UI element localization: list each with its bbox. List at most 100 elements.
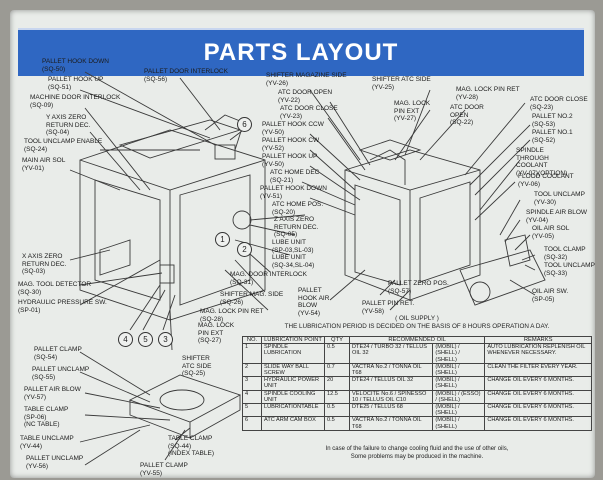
label-atc-home-pos: ATC HOME POS.(SQ-20) [272,201,324,216]
label-shifter-magazine-side: SHIFTER MAGAZINE SIDE(YV-26) [266,72,347,87]
callout-6: 6 [237,117,252,132]
callout-1: 1 [215,232,230,247]
title-banner: PARTS LAYOUT [18,28,584,76]
label-main-air-sol: MAIN AIR SOL(YV-01) [22,157,66,172]
label-pallet-unclamp-sq55: PALLET UNCLAMP(SQ-55) [32,366,90,381]
cell-brand: (MOBIL) / (ESSO) / (SHELL) [432,389,486,405]
cell-qty: 0.5 [324,403,350,418]
cell-oil: VACTRA No.2 / TONNA OIL T68 [348,362,434,378]
table-row: 1 SPINDLE LUBRICATION 0.5 DTE24 / TURBO … [242,343,592,364]
table-row: 5 LUBRICATIONTABLE 0.5 DTE25 / TELLUS 68… [242,403,592,418]
cell-no: 5 [242,403,262,418]
label-z-axis-zero: Z AXIS ZERO RETURN DEC.(SQ-05) [274,216,319,238]
label-pallet-hook-down-yv51: PALLET HOOK DOWN(YV-51) [260,185,327,200]
cell-point: SLIDE WAY BALL SCREW [261,362,325,378]
machine-diagram [69,71,546,466]
col-remarks: REMARKS [484,335,592,345]
label-mag-lock-pin-ext-sq27: MAG. LOCK PIN EXT(SQ-27) [198,322,235,344]
table-row: 3 HYDRAULIC POWER UNIT 20 DTE24 / TELLUS… [242,376,592,391]
cell-no: 1 [242,343,262,364]
cell-point: SPINDLE LUBRICATION [261,343,325,364]
callout-5: 5 [138,332,153,347]
label-lube-unit-sq34: LUBE UNIT(SQ-34,SL-04) [272,254,315,269]
label-pallet-air-blow: PALLET AIR BLOW(YV-57) [24,386,81,401]
callout-4: 4 [118,332,133,347]
label-tool-unclamp-yv30: TOOL UNCLAMP(YV-30) [534,191,585,206]
label-oil-air-sw: OIL AIR SW.(SP-05) [532,288,569,303]
label-pallet-zero-pos: PALLET ZERO POS.(SQ-57) [388,280,449,295]
label-machine-door-interlock: MACHINE DOOR INTERLOCK(SQ-09) [30,94,121,109]
label-shifter-atc-side-sq25: SHIFTER ATC SIDE(SQ-25) [182,355,212,377]
label-pallet-clamp-yv55: PALLET CLAMP(YV-55) [140,462,188,477]
label-pallet-clamp-sq54: PALLET CLAMP(SQ-54) [34,346,82,361]
cell-remarks: CHANGE OIL EVERY 6 MONTHS. [484,416,592,431]
label-atc-home-dec: ATC HOME DEC(SQ-21) [270,169,320,184]
label-x-axis-zero: X AXIS ZERO RETURN DEC.(SQ-03) [22,253,67,275]
label-pallet-pin-ret: PALLET PIN RET.(YV-58) [362,300,415,315]
label-pallet-unclamp-yv56: PALLET UNCLAMP(YV-56) [26,455,84,470]
label-tool-unclamp-enable: TOOL UNCLAMP ENABLE(SQ-24) [24,138,103,153]
label-atc-door-open-yv22: ATC DOOR OPEN(YV-22) [278,89,333,104]
label-mag-tool-detector: MAG. TOOL DETECTOR(SQ-30) [18,281,92,296]
oil-supply-title: ( OIL SUPPLY ) [395,315,439,322]
page-title: PARTS LAYOUT [203,39,399,66]
cell-brand: (MOBIL) / (SHELL) [432,403,486,418]
cell-qty: 12.5 [324,389,350,405]
cell-point: SPINDLE COOLING UNIT [261,389,325,405]
parts-layout-board: PARTS LAYOUT [10,10,595,478]
cell-point: ATC ARM CAM BOX [261,416,325,431]
label-table-clamp-sq44: TABLE CLAMP(SQ-44)(INDEX TABLE) [168,435,214,457]
label-tool-clamp-sq32: TOOL CLAMP(SQ-32) [544,246,586,261]
label-pallet-hook-cw: PALLET HOOK CW(YV-52) [262,137,320,152]
cell-remarks: CLEAN THE FILTER EVERY YEAR. [484,362,592,378]
cell-point: LUBRICATIONTABLE [261,403,325,418]
cell-point: HYDRAULIC POWER UNIT [261,376,325,391]
cell-oil: DTE24 / TURBO 32 / TELLUS OIL 32 [348,343,434,364]
cell-qty: 0.5 [324,343,350,364]
label-table-unclamp: TABLE UNCLAMP(YV-44) [20,435,74,450]
label-flood-coolant: FLOOD COOLANT(YV-06) [518,173,574,188]
cell-qty: 0.5 [324,416,350,431]
cell-no: 2 [242,362,262,378]
col-qty: QTY [324,335,350,345]
cell-brand: (MOBIL) / (SHELL) [432,416,486,431]
cell-remarks: CHANGE OIL EVERY 6 MONTHS. [484,376,592,391]
label-shifter-atc-side-yv25: SHIFTER ATC SIDE(YV-25) [372,76,431,91]
cell-remarks: AUTO LUBRICATION REPLENISH OIL WHENEVER … [484,343,592,364]
label-lube-unit-sp03: LUBE UNIT(SP-03,SL-03) [272,239,314,254]
label-mag-door-interlock: MAG. DOOR INTERLOCK(SQ-31) [230,271,307,286]
col-recommended-oil: RECOMMENDED OIL [348,335,486,345]
label-mag-lock-pin-ext-yv27: MAG. LOCK PIN EXT(YV-27) [394,100,431,122]
cell-qty: 0.7 [324,362,350,378]
label-pallet-hook-up-yv50: PALLET HOOK UP(YV-50) [262,153,318,168]
col-lubrication-point: LUBRICATION POINT [261,335,325,345]
cell-oil: VELOCITE No.6 / SPINESSO 10 / TELLUS OIL… [348,389,434,405]
label-shifter-mag-side-sq26: SHIFTER MAG. SIDE(SQ-26) [220,291,284,306]
cell-qty: 20 [324,376,350,391]
cell-brand: (MOBIL) / (SHELL) [432,362,486,378]
oil-supply-heading: ( OIL SUPPLY ) THE LUBRICATION PERIOD IS… [242,315,592,331]
table-row: 4 SPINDLE COOLING UNIT 12.5 VELOCITE No.… [242,389,592,405]
cell-oil: DTE24 / TELLUS OIL 32 [348,376,434,391]
label-spindle-through-coolant: SPINDLE THROUGH COOLANT(YV-07)(OPTION) [516,147,568,177]
cell-remarks: CHANGE OIL EVERY 6 MONTHS. [484,389,592,405]
footer-line-1: In case of the failure to change cooling… [325,446,509,452]
cell-brand: (MOBIL) / (SHELL) [432,376,486,391]
footer-line-2: Some problems may be produced in the mac… [350,453,484,460]
lubrication-table: NO. LUBRICATION POINT QTY RECOMMENDED OI… [242,335,592,431]
label-spindle-air-blow: SPINDLE AIR BLOW(YV-04) [526,209,588,224]
label-pallet-hook-ccw: PALLET HOOK CCW(YV-50) [262,121,324,136]
oil-supply-note: THE LUBRICATION PERIOD IS DECIDED ON THE… [284,323,550,330]
cell-no: 3 [242,376,262,391]
label-atc-door-close-sq23: ATC DOOR CLOSE(SQ-23) [530,96,588,111]
table-row: 2 SLIDE WAY BALL SCREW 0.7 VACTRA No.2 /… [242,362,592,378]
label-pallet-hook-up-sq51: PALLET HOOK UP(SQ-51) [48,76,104,91]
label-y-axis-zero: Y AXIS ZERO RETURN DEC.(SQ-04) [46,114,91,136]
label-tool-unclamp-sq33: TOOL UNCLAMP(SQ-33) [544,262,595,277]
label-table-clamp-sp06: TABLE CLAMP(SP-06)(NC TABLE) [24,406,69,428]
cell-oil: DTE25 / TELLUS 68 [348,403,434,418]
label-mag-lock-pin-ret-yv28: MAG. LOCK PIN RET(YV-28) [456,86,520,101]
label-pallet-no2: PALLET NO.2(SQ-53) [532,113,573,128]
cell-no: 4 [242,389,262,405]
